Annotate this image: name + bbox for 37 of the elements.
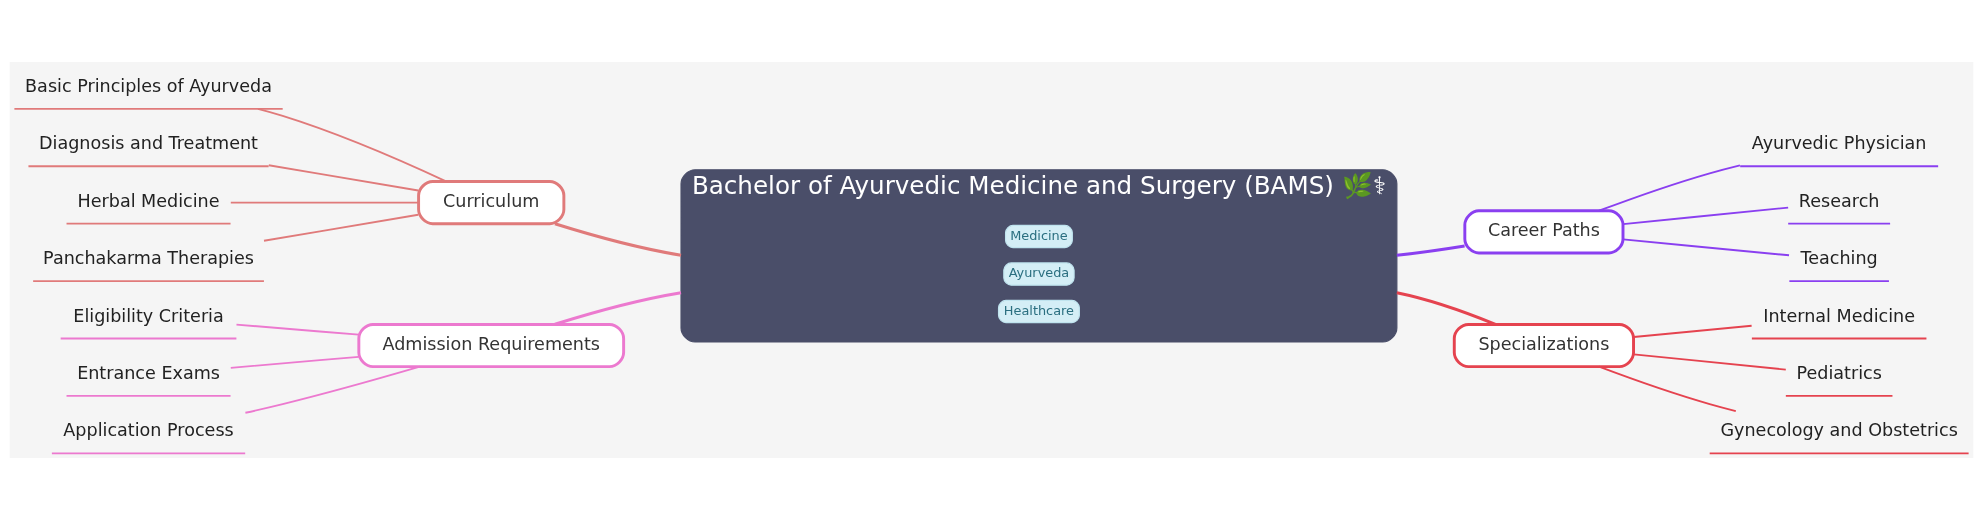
node-box: Specializations	[1452, 322, 1635, 369]
connector	[257, 107, 447, 183]
connector	[229, 201, 420, 204]
node-text: Diagnosis and Treatment	[39, 133, 259, 154]
node-text: Teaching	[1800, 248, 1878, 269]
connector	[244, 365, 421, 414]
connector	[1396, 291, 1497, 326]
connector	[229, 355, 360, 369]
node-text: Basic Principles of Ayurveda	[25, 75, 272, 96]
node-text: Pediatrics	[1796, 362, 1882, 383]
node-box: Curriculum	[417, 180, 566, 226]
node-text: Gynecology and Obstetrics	[1720, 420, 1958, 441]
node-text: Panchakarma Therapies	[43, 248, 254, 269]
connector	[1396, 244, 1465, 257]
connector	[1632, 324, 1753, 338]
connector	[554, 291, 682, 326]
node-text: Research	[1798, 190, 1880, 211]
node-text: Internal Medicine	[1763, 305, 1916, 326]
node-text: Entrance Exams	[77, 362, 220, 383]
connector	[1598, 164, 1741, 212]
node-box: Ayurveda	[1003, 262, 1075, 286]
node-box: Medicine	[1004, 224, 1073, 249]
connector	[1632, 353, 1787, 371]
connector	[554, 222, 682, 257]
connector	[1598, 365, 1737, 412]
connector	[267, 164, 420, 192]
connector	[235, 323, 360, 336]
node-box: Admission Requirements	[357, 322, 626, 369]
node-box: Healthcare	[997, 299, 1080, 324]
connector	[1622, 238, 1790, 257]
connector	[263, 213, 420, 242]
node-text: Application Process	[63, 420, 234, 441]
node-text: Herbal Medicine	[77, 190, 220, 211]
connector	[1622, 206, 1790, 225]
node-text: Eligibility Criteria	[73, 305, 224, 326]
node-box: Career Paths	[1463, 209, 1625, 255]
node-text: Ayurvedic Physician	[1751, 133, 1927, 154]
